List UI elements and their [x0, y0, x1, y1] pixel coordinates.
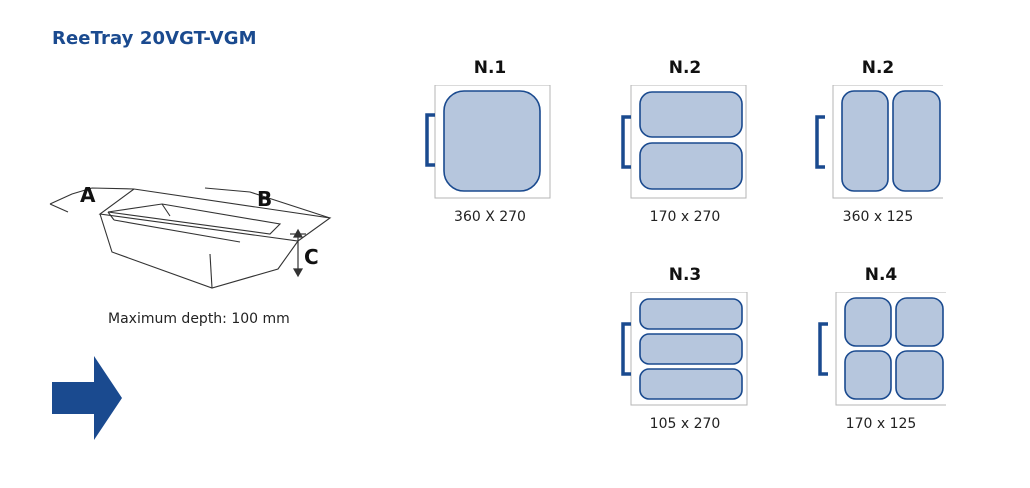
dimension-label-c: C: [304, 245, 319, 269]
insert-compartment: [844, 297, 892, 347]
config-n4-grid: N.4 170 x 125: [816, 265, 946, 437]
config-n2-vertical: N.2 360 x 125: [813, 58, 943, 230]
insert-compartment: [639, 142, 743, 190]
tray-layout-one-insert: [425, 85, 551, 199]
tray-layout-two-rows: [621, 85, 747, 199]
config-size: 170 x 125: [845, 416, 917, 432]
config-label: N.1: [473, 58, 507, 78]
config-size: 360 x 125: [842, 209, 914, 225]
insert-compartment: [443, 90, 541, 192]
insert-compartment: [639, 91, 743, 138]
insert-compartment: [895, 350, 944, 400]
config-n1-single: N.1 360 X 270: [425, 58, 555, 230]
config-label: N.2: [861, 58, 895, 78]
config-size: 105 x 270: [649, 416, 721, 432]
config-label: N.3: [668, 265, 702, 285]
insert-compartment: [639, 298, 743, 330]
config-n3-rows: N.3 105 x 270: [620, 265, 750, 437]
tray-layout-two-columns: [815, 85, 943, 199]
config-size: 360 X 270: [454, 209, 526, 225]
dimension-label-b: B: [257, 187, 272, 211]
config-label: N.2: [668, 58, 702, 78]
tray-layout-four-quarters: [818, 292, 946, 406]
tray-body: [99, 213, 299, 289]
config-n2-horizontal: N.2 170 x 270: [620, 58, 750, 230]
config-size: 170 x 270: [649, 209, 721, 225]
tray-inner-rim: [107, 203, 282, 235]
insert-compartment: [639, 333, 743, 365]
dimension-label-a: A: [80, 183, 96, 207]
config-label: N.4: [864, 265, 898, 285]
insert-compartment: [841, 90, 889, 192]
product-title: ReeTray 20VGT-VGM: [52, 28, 257, 49]
arrow-right-icon: [52, 356, 122, 440]
insert-compartment: [892, 90, 941, 192]
tray-diagram: A B C: [49, 183, 332, 289]
insert-compartment: [844, 350, 892, 400]
max-depth-note: Maximum depth: 100 mm: [108, 311, 290, 327]
insert-compartment: [895, 297, 944, 347]
insert-compartment: [639, 368, 743, 400]
tray-layout-three-rows: [621, 292, 748, 406]
